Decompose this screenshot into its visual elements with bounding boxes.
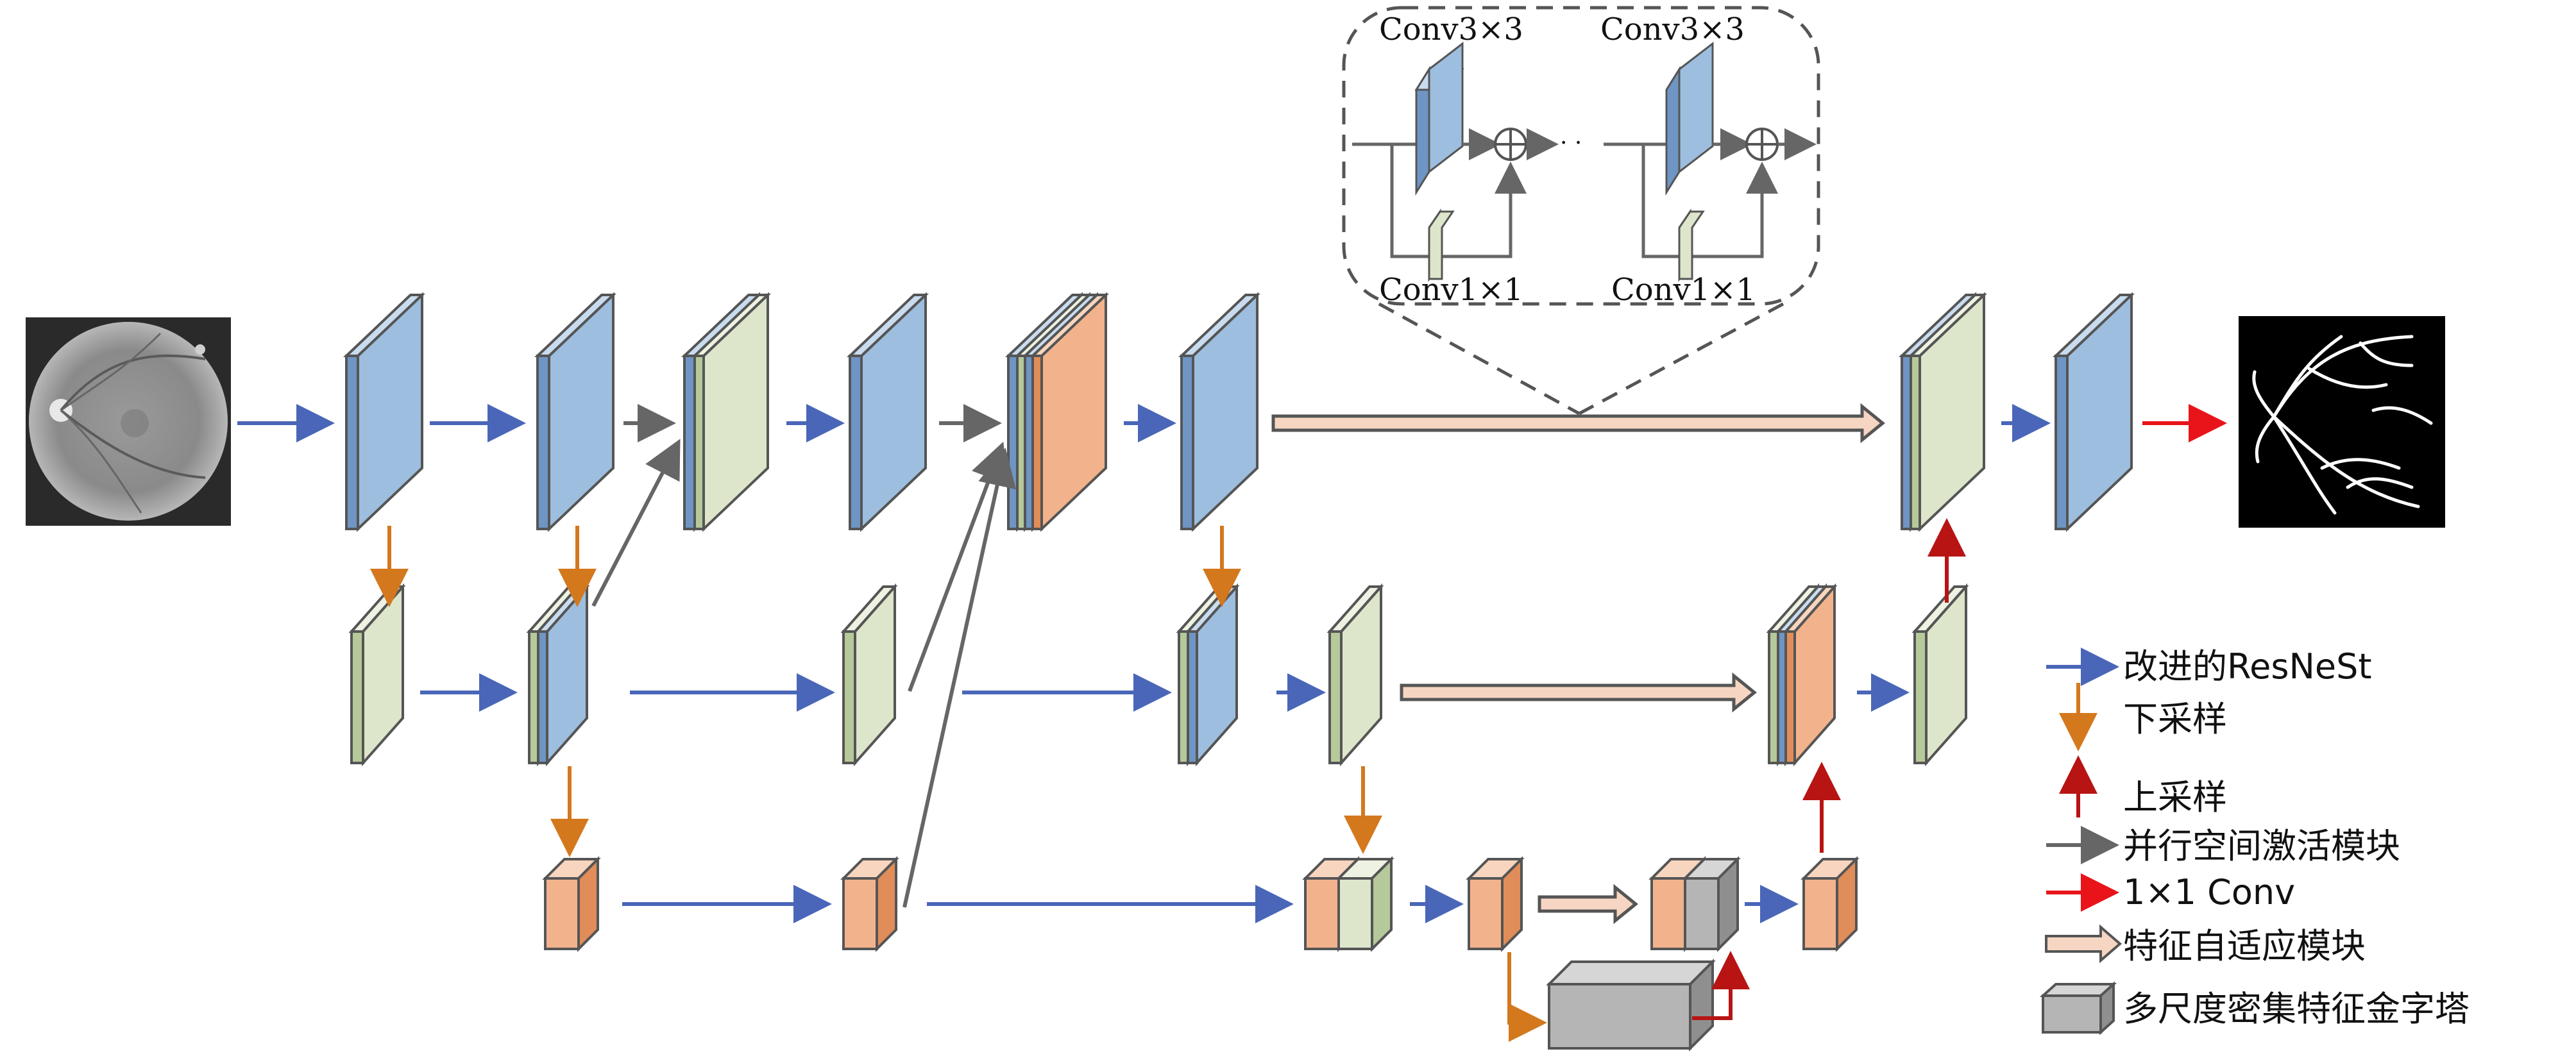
encoder-block-2 — [534, 292, 617, 532]
legend-item-downsample: 下采样 — [2059, 683, 2227, 751]
parallel-spatial-arrow — [902, 448, 1016, 908]
encoder-block-1 — [343, 292, 426, 532]
pyramid-concat-block-part-2 — [1682, 856, 1741, 952]
fat-arrow-icon — [2045, 924, 2123, 964]
low-block-3 — [1466, 856, 1525, 952]
inset-ellipsis: · · — [1560, 130, 1582, 156]
inset-callout: · · Conv3×3 Conv3×3 Conv1×1 Conv1×1 — [1342, 6, 1820, 415]
concat-block-1-layer-2 — [691, 292, 772, 532]
connection-arrows — [237, 403, 2227, 1042]
decoder-concat-block — [1898, 292, 1988, 532]
gray-box-icon — [2039, 981, 2117, 1035]
legend-label: 1×1 Conv — [2123, 872, 2295, 912]
mid-block-2 — [526, 583, 590, 767]
inset-callout-line-right — [1578, 302, 1784, 415]
concat-block-2 — [1004, 292, 1110, 532]
legend-label: 改进的ResNeSt — [2123, 646, 2372, 687]
downsample-arrow — [1507, 952, 1547, 1042]
mid-block-6-layer-1 — [1911, 583, 1969, 767]
mid-block-3-layer-1 — [840, 583, 898, 767]
legend-label: 特征自适应模块 — [2123, 926, 2366, 966]
upsample-arrow — [1692, 951, 1750, 1020]
legend-item-upsample: 上采样 — [2059, 755, 2227, 817]
encoder-block-1-layer-1 — [343, 292, 426, 532]
inset-conv3-label-left: Conv3×3 — [1379, 12, 1523, 47]
decoder-block-final — [2052, 292, 2135, 532]
encoder-block-4 — [1178, 292, 1261, 532]
mid-block-1 — [348, 583, 406, 767]
feature-adaptive-arrow — [1538, 884, 1638, 925]
legend-label: 并行空间激活模块 — [2123, 826, 2400, 866]
mid-block-1-layer-1 — [348, 583, 406, 767]
encoder-block-4-layer-1 — [1178, 292, 1261, 532]
inset-conv1-label-left: Conv1×1 — [1379, 272, 1523, 308]
concat-block-2-layer-4 — [1029, 292, 1110, 532]
legend-item-conv1x1: 1×1 Conv — [2046, 872, 2295, 912]
parallel-spatial-arrow — [591, 439, 681, 607]
mid-concat-block-layer-3 — [1783, 583, 1838, 767]
output-segmentation-image — [2239, 316, 2445, 528]
inset-callout-line-left — [1378, 302, 1580, 415]
low-concat-block-part-2 — [1335, 856, 1394, 952]
low-block-4 — [1801, 856, 1860, 952]
input-fundus-image — [26, 317, 231, 526]
legend: 改进的ResNeSt 下采样 上采样 并行空间激活模块 1×1 Conv 特征自… — [2039, 646, 2470, 1035]
encoder-block-3-layer-1 — [846, 292, 929, 532]
encoder-block-3 — [846, 292, 929, 532]
legend-item-dense-pyramid: 多尺度密集特征金字塔 — [2039, 981, 2470, 1035]
feature-adaptive-arrow — [1400, 672, 1757, 713]
legend-label: 下采样 — [2123, 699, 2227, 739]
inset-conv1-block-left — [1428, 210, 1455, 280]
legend-item-parallel-spatial: 并行空间激活模块 — [2046, 826, 2400, 866]
low-block-1 — [542, 856, 601, 952]
mid-block-5-layer-1 — [1326, 583, 1384, 767]
legend-item-resnest: 改进的ResNeSt — [2046, 646, 2372, 687]
low-block-2 — [840, 856, 899, 952]
dense-pyramid-block — [1546, 959, 1716, 1052]
decoder-block-final-layer-1 — [2052, 292, 2135, 532]
mid-block-5 — [1326, 583, 1384, 767]
concat-block-1 — [681, 292, 772, 532]
mid-block-6 — [1911, 583, 1969, 767]
inset-conv1-label-right: Conv1×1 — [1611, 272, 1756, 308]
mid-block-3 — [840, 583, 898, 767]
inset-conv1-block-right — [1678, 210, 1705, 280]
mid-block-4 — [1176, 583, 1240, 767]
encoder-block-2-layer-1 — [534, 292, 617, 532]
feature-adaptive-arrow — [1271, 403, 1885, 444]
legend-label: 上采样 — [2123, 777, 2227, 817]
mid-concat-block — [1766, 583, 1838, 767]
inset-dashed-box — [1342, 6, 1820, 306]
pyramid-concat-block — [1648, 856, 1741, 952]
decoder-concat-block-layer-2 — [1907, 292, 1988, 532]
inset-conv3-label-right: Conv3×3 — [1600, 12, 1745, 47]
legend-item-feature-adaptive: 特征自适应模块 — [2045, 924, 2366, 966]
feature-blocks — [343, 292, 2135, 1052]
mid-block-2-layer-2 — [535, 583, 590, 767]
legend-label: 多尺度密集特征金字塔 — [2123, 989, 2470, 1029]
inset-conv3-block-right — [1678, 41, 1714, 174]
low-concat-block — [1302, 856, 1394, 952]
parallel-spatial-arrow — [908, 441, 1008, 692]
